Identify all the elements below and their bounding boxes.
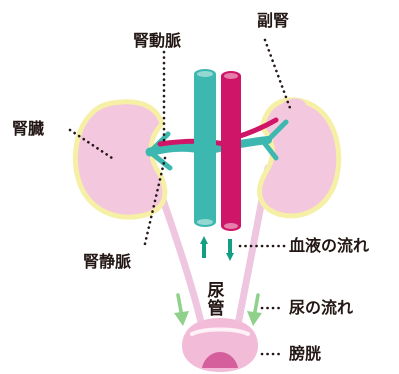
aorta <box>221 71 241 231</box>
renal-artery-label: 腎動脈 <box>133 33 181 49</box>
vena-cava <box>194 69 216 227</box>
ureter-label: 尿 管 <box>206 283 226 319</box>
urine-flow-label: 尿の流れ <box>289 300 353 316</box>
renal-vein-label: 腎静脈 <box>83 254 131 270</box>
left-kidney <box>75 102 164 217</box>
bladder <box>182 318 258 372</box>
right-kidney <box>260 100 339 216</box>
adrenal-gland-leader <box>265 40 290 108</box>
adrenal-gland-label: 副腎 <box>257 13 289 29</box>
bladder-label: 膀胱 <box>289 346 321 362</box>
kidney-label: 腎臓 <box>12 121 44 137</box>
blood-flow-arrows <box>204 239 230 258</box>
blood-flow-label: 血液の流れ <box>289 238 369 254</box>
ureter-label-char-2: 管 <box>208 299 225 319</box>
